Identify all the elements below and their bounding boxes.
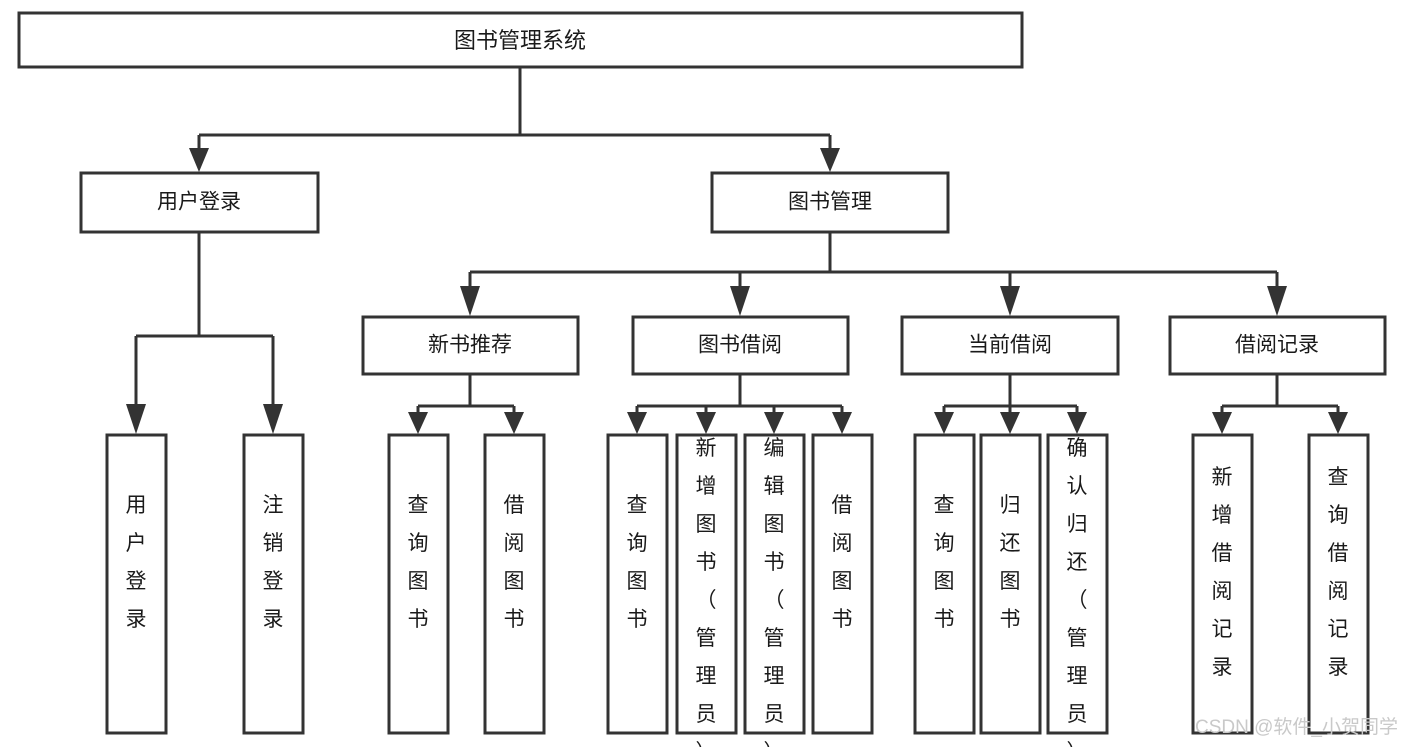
node-root-box[interactable] xyxy=(17,11,1024,69)
node-new-book-recommend-label: 新书推荐 xyxy=(428,334,512,357)
leaf-bookborrow-borrow-book-box[interactable] xyxy=(811,433,874,735)
node-book-borrow-label: 图书借阅 xyxy=(698,334,782,357)
arrow-to-leaf-logout xyxy=(263,404,283,434)
leaf-borrowrecord-query-record-label: 查询借阅记录 xyxy=(1328,466,1349,679)
leaf-bookborrow-add-book[interactable]: 新增图书（管理员） xyxy=(675,433,738,747)
leaf-currentborrow-confirm-return[interactable]: 确认归还（管理员） xyxy=(1046,433,1109,747)
node-root-label: 图书管理系统 xyxy=(454,28,586,53)
leaf-user-login-label: 用户登录 xyxy=(126,494,147,631)
node-book-manage-box[interactable] xyxy=(710,171,950,234)
leaf-newbook-borrow-book-box[interactable] xyxy=(483,433,546,735)
leaf-currentborrow-query-book-label: 查询图书 xyxy=(934,494,955,631)
arrow-bookborrow-leaf-4 xyxy=(832,412,852,434)
arrow-newbook-leaf-2 xyxy=(504,412,524,434)
leaf-bookborrow-add-book-box[interactable] xyxy=(675,433,738,735)
leaf-currentborrow-confirm-return-label: 确认归还（管理员） xyxy=(1067,437,1088,747)
arrow-to-bookborrow xyxy=(730,286,750,316)
leaf-currentborrow-query-book-box[interactable] xyxy=(913,433,976,735)
node-current-borrow[interactable]: 当前借阅 xyxy=(900,315,1120,376)
leaf-currentborrow-return-book-box[interactable] xyxy=(979,433,1042,735)
leaf-borrowrecord-add-record[interactable]: 新增借阅记录 xyxy=(1191,433,1254,735)
arrow-bookborrow-leaf-1 xyxy=(627,412,647,434)
leaf-bookborrow-query-book-label: 查询图书 xyxy=(627,494,648,631)
node-new-book-recommend[interactable]: 新书推荐 xyxy=(361,315,580,376)
node-current-borrow-box[interactable] xyxy=(900,315,1120,376)
arrow-currentborrow-leaf-3 xyxy=(1067,412,1087,434)
leaf-newbook-query-book[interactable]: 查询图书 xyxy=(387,433,450,735)
node-current-borrow-label: 当前借阅 xyxy=(968,334,1052,357)
leaf-bookborrow-borrow-book-label: 借阅图书 xyxy=(832,494,853,631)
arrow-to-leaf-user-login xyxy=(126,404,146,434)
node-book-manage-label: 图书管理 xyxy=(788,191,872,214)
leaf-bookborrow-query-book-box[interactable] xyxy=(606,433,669,735)
leaf-logout-label: 注销登录 xyxy=(263,494,284,631)
csdn-watermark: CSDN @软件_小贺同学 xyxy=(1195,716,1398,738)
arrow-to-book-manage xyxy=(820,148,840,172)
leaf-bookborrow-borrow-book[interactable]: 借阅图书 xyxy=(811,433,874,735)
node-root[interactable]: 图书管理系统 xyxy=(17,11,1024,69)
leaf-bookborrow-edit-book[interactable]: 编辑图书（管理员） xyxy=(743,433,806,747)
leaf-borrowrecord-query-record[interactable]: 查询借阅记录 xyxy=(1307,433,1370,735)
leaf-newbook-borrow-book[interactable]: 借阅图书 xyxy=(483,433,546,735)
leaf-borrowrecord-add-record-box[interactable] xyxy=(1191,433,1254,735)
node-user-login-box[interactable] xyxy=(79,171,320,234)
arrow-currentborrow-leaf-2 xyxy=(1000,412,1020,434)
arrow-bookborrow-leaf-2 xyxy=(696,412,716,434)
leaf-bookborrow-add-book-label: 新增图书（管理员） xyxy=(696,437,717,747)
leaf-bookborrow-query-book[interactable]: 查询图书 xyxy=(606,433,669,735)
node-book-manage[interactable]: 图书管理 xyxy=(710,171,950,234)
leaf-newbook-borrow-book-label: 借阅图书 xyxy=(504,494,525,631)
node-borrow-record-label: 借阅记录 xyxy=(1235,334,1319,357)
leaf-bookborrow-edit-book-box[interactable] xyxy=(743,433,806,735)
arrow-to-currentborrow xyxy=(1000,286,1020,316)
arrow-newbook-leaf-1 xyxy=(408,412,428,434)
arrow-currentborrow-leaf-1 xyxy=(934,412,954,434)
leaf-user-login[interactable]: 用户登录 xyxy=(105,433,168,735)
node-borrow-record[interactable]: 借阅记录 xyxy=(1168,315,1387,376)
leaf-currentborrow-confirm-return-box[interactable] xyxy=(1046,433,1109,735)
leaf-currentborrow-return-book-label: 归还图书 xyxy=(1000,494,1021,631)
leaf-currentborrow-return-book[interactable]: 归还图书 xyxy=(979,433,1042,735)
leaf-borrowrecord-query-record-box[interactable] xyxy=(1307,433,1370,735)
leaf-newbook-query-book-label: 查询图书 xyxy=(408,494,429,631)
node-borrow-record-box[interactable] xyxy=(1168,315,1387,376)
arrow-borrowrecord-leaf-2 xyxy=(1328,412,1348,434)
leaf-bookborrow-edit-book-label: 编辑图书（管理员） xyxy=(764,437,785,747)
leaf-newbook-query-book-box[interactable] xyxy=(387,433,450,735)
arrow-to-newbook xyxy=(460,286,480,316)
node-new-book-recommend-box[interactable] xyxy=(361,315,580,376)
connector-layer xyxy=(126,67,1348,434)
leaf-logout-box[interactable] xyxy=(242,433,305,735)
node-user-login-label: 用户登录 xyxy=(157,191,241,214)
leaf-currentborrow-query-book[interactable]: 查询图书 xyxy=(913,433,976,735)
arrow-to-borrowrecord xyxy=(1267,286,1287,316)
arrow-to-user-login xyxy=(189,148,209,172)
node-user-login[interactable]: 用户登录 xyxy=(79,171,320,234)
arrow-bookborrow-leaf-3 xyxy=(764,412,784,434)
arrow-borrowrecord-leaf-1 xyxy=(1212,412,1232,434)
leaf-logout[interactable]: 注销登录 xyxy=(242,433,305,735)
node-book-borrow[interactable]: 图书借阅 xyxy=(631,315,850,376)
leaf-borrowrecord-add-record-label: 新增借阅记录 xyxy=(1212,466,1233,679)
node-book-borrow-box[interactable] xyxy=(631,315,850,376)
leaf-user-login-box[interactable] xyxy=(105,433,168,735)
